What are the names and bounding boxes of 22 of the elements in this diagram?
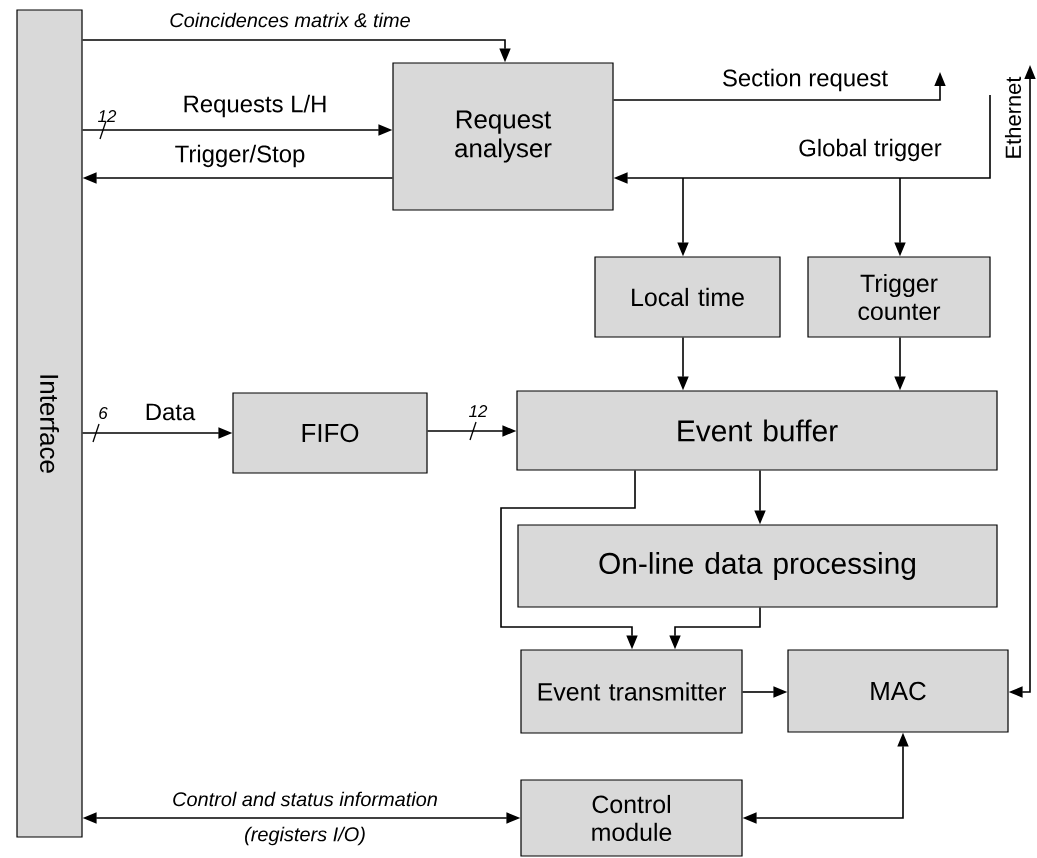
block-box: FIFO [232, 392, 428, 474]
block-box: Event transmitter [520, 649, 743, 734]
edge-label: Data [143, 402, 197, 422]
bus-width-label: 12 [98, 110, 117, 122]
block-box: Event buffer [516, 390, 998, 471]
bus-width-label: 6 [99, 407, 108, 419]
edge-label: Trigger/Stop [173, 143, 307, 169]
edge-label: Requests L/H [181, 93, 329, 119]
block-box: MAC [787, 649, 1009, 733]
edge-label: Global trigger [797, 137, 943, 163]
edge-label: Section request [720, 67, 890, 93]
edge-label: Control and status information [171, 790, 439, 808]
bus-width-label: 12 [469, 405, 488, 417]
block-box: Trigger counter [807, 256, 991, 338]
block-box: Control module [520, 779, 743, 857]
block-box: Request analyser [392, 62, 614, 211]
block-box: Interface [16, 9, 83, 838]
block-box: Local time [594, 256, 781, 338]
block-box: On-line data processing [517, 524, 998, 608]
annotation-text: (registers I/O) [245, 826, 365, 846]
edge-label: Ethernet [1003, 75, 1023, 161]
edge-label: Coincidences matrix & time [168, 11, 412, 29]
